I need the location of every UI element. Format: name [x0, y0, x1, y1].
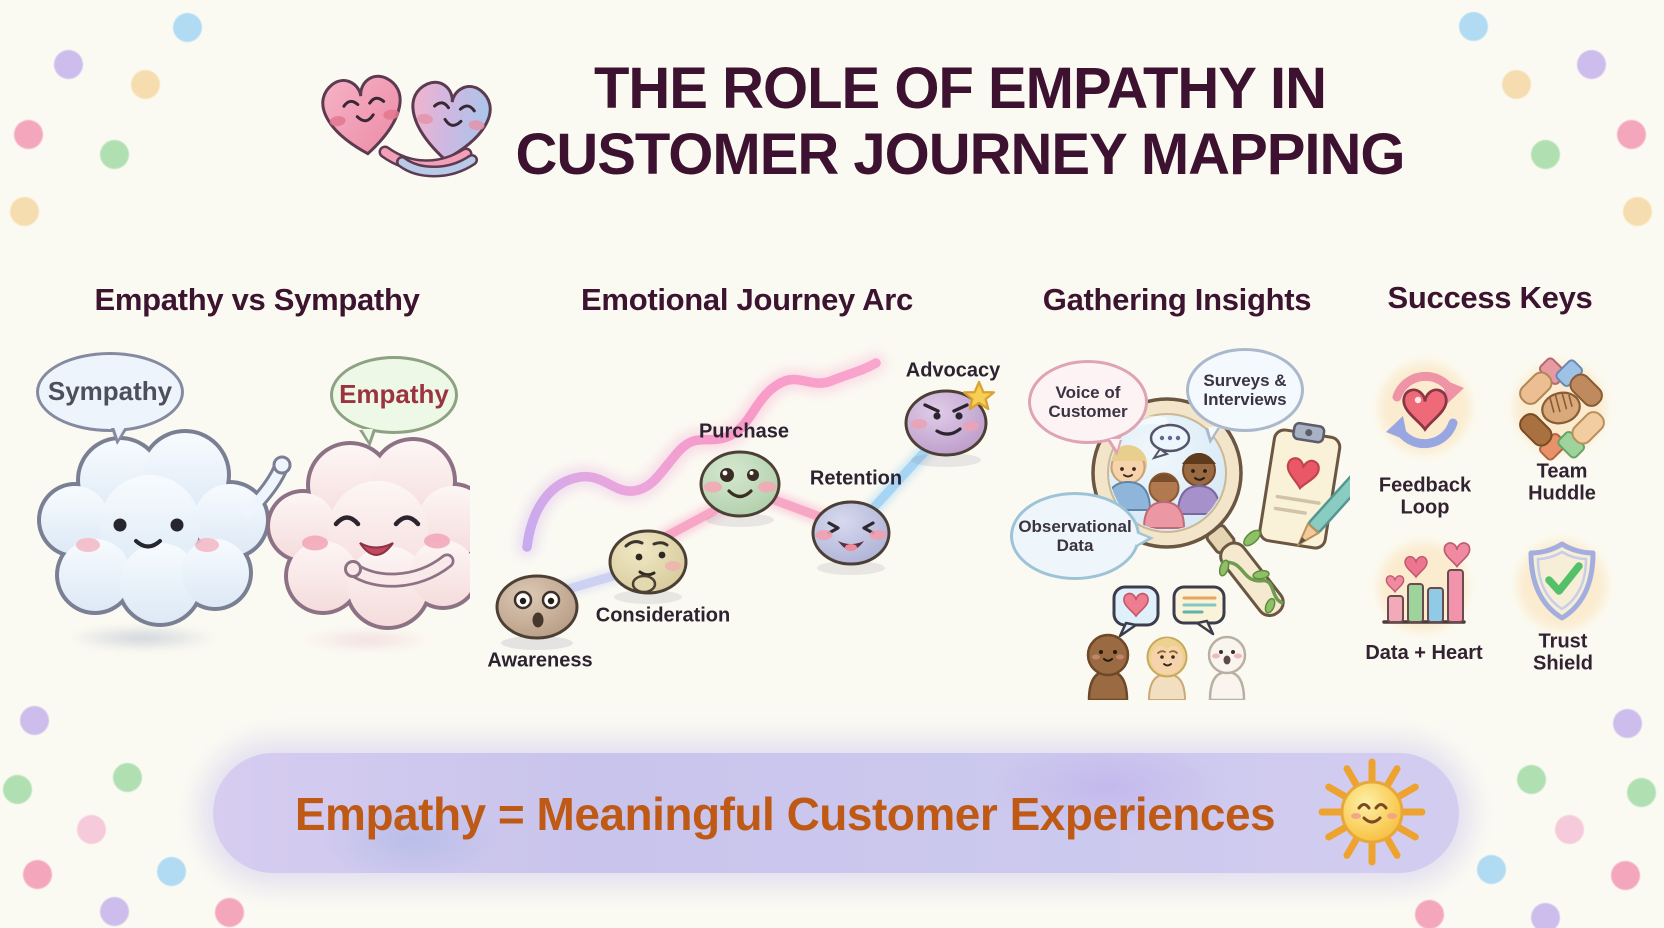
confetti-dot	[10, 197, 39, 226]
surveys-interviews-bubble: Surveys & Interviews	[1186, 348, 1304, 444]
confetti-dot	[1555, 815, 1584, 844]
confetti-dot	[1459, 12, 1488, 41]
key-label-team-huddle: Team Huddle	[1528, 460, 1596, 505]
confetti-dot	[113, 763, 142, 792]
stage-label-consideration: Consideration	[595, 604, 731, 627]
cloud-shadow	[65, 627, 220, 649]
confetti-dot	[14, 120, 43, 149]
confetti-dot	[157, 857, 186, 886]
hugging-hearts-icon	[321, 74, 492, 178]
journey-arc-illustration	[495, 353, 996, 650]
surveys-interviews-label: Surveys & Interviews	[1203, 370, 1287, 409]
clipboard-heart-icon	[1258, 421, 1350, 550]
confetti-dot	[1531, 903, 1560, 928]
voice-of-customer-label: Voice of Customer	[1048, 382, 1128, 421]
key-label-feedback-loop: Feedback Loop	[1378, 474, 1472, 519]
confetti-dot	[173, 13, 202, 42]
empathy-cloud-icon	[266, 437, 470, 630]
retention-stone-icon	[811, 500, 891, 575]
awareness-stone-icon	[495, 574, 579, 650]
confetti-dot	[77, 815, 106, 844]
purchase-stone-icon	[699, 450, 781, 527]
consideration-stone-icon	[608, 529, 688, 604]
magnifier-people-icon	[1091, 397, 1243, 549]
empathy-label: Empathy	[339, 379, 449, 410]
confetti-dot	[54, 50, 83, 79]
feedback-loop-icon	[1379, 362, 1471, 454]
confetti-dot	[1617, 120, 1646, 149]
confetti-dot	[1623, 197, 1652, 226]
heading-success-keys: Success Keys	[1387, 280, 1593, 315]
confetti-dot	[100, 140, 129, 169]
empathy-speech-bubble: Empathy	[330, 356, 458, 447]
trust-shield-icon	[1517, 540, 1607, 630]
leaf-icon	[1243, 529, 1261, 547]
sympathy-empathy-clouds	[37, 429, 470, 630]
confetti-dot	[100, 897, 129, 926]
heading-emotional-journey-arc: Emotional Journey Arc	[581, 282, 913, 317]
confetti-dot	[1517, 765, 1546, 794]
title-line-1: THE ROLE OF EMPATHY IN	[593, 55, 1327, 121]
gathering-insights-illustration	[1086, 397, 1350, 700]
sympathy-label: Sympathy	[47, 376, 173, 407]
pencil-icon	[1296, 471, 1350, 548]
sympathy-speech-bubble: Sympathy	[36, 352, 184, 445]
confetti-dot	[3, 775, 32, 804]
observational-data-label: Observational Data	[1018, 516, 1132, 555]
team-huddle-icon	[1514, 357, 1606, 461]
stage-label-advocacy: Advocacy	[905, 359, 1001, 382]
key-label-trust-shield: Trust Shield	[1532, 630, 1593, 675]
cloud-shadow	[300, 630, 435, 650]
confetti-dot	[1477, 855, 1506, 884]
voice-of-customer-bubble: Voice of Customer	[1028, 360, 1148, 456]
banner-band	[213, 753, 1459, 873]
advocacy-stone-icon	[904, 380, 996, 467]
page-title: THE ROLE OF EMPATHY IN CUSTOMER JOURNEY …	[515, 55, 1405, 188]
key-label-data-heart: Data + Heart	[1365, 641, 1483, 664]
confetti-dot	[1502, 70, 1531, 99]
confetti-dot	[131, 70, 160, 99]
confetti-dot	[1611, 861, 1640, 890]
journey-squiggle	[522, 358, 881, 552]
confetti-dot	[1415, 900, 1444, 928]
confetti-dot	[1577, 50, 1606, 79]
heading-gathering-insights: Gathering Insights	[1042, 282, 1312, 317]
stage-label-purchase: Purchase	[698, 420, 790, 443]
heading-empathy-vs-sympathy: Empathy vs Sympathy	[94, 282, 420, 317]
confetti-dot	[215, 898, 244, 927]
confetti-dot	[23, 860, 52, 889]
title-line-2: CUSTOMER JOURNEY MAPPING	[515, 122, 1405, 187]
confetti-dot	[1531, 140, 1560, 169]
vine	[1220, 560, 1284, 605]
smiling-sun-icon	[1318, 758, 1426, 866]
sympathy-cloud-icon	[37, 429, 292, 627]
banner-text: Empathy = Meaningful Customer Experience…	[294, 788, 1276, 840]
confetti-dot	[1613, 709, 1642, 738]
observational-data-bubble: Observational Data	[1010, 492, 1154, 580]
stage-label-awareness: Awareness	[487, 649, 593, 672]
stage-label-retention: Retention	[809, 467, 903, 490]
confetti-dot	[1627, 778, 1656, 807]
customer-trio-icon	[1086, 633, 1247, 700]
chat-heart-icon	[1112, 585, 1160, 638]
chat-notes-icon	[1172, 585, 1226, 636]
confetti-dot	[20, 706, 49, 735]
data-heart-bars-icon	[1378, 542, 1471, 632]
